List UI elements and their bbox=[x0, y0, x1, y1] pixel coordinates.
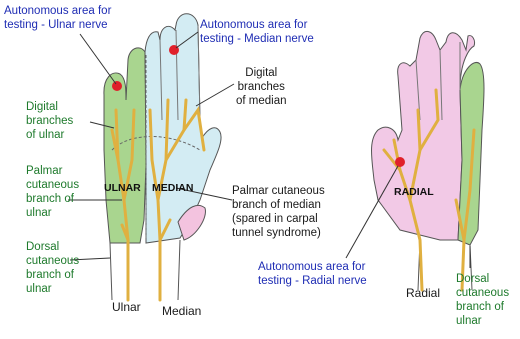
digital-branches-ulnar-label: Digital branches of ulnar bbox=[26, 100, 73, 142]
autonomous-median-label: Autonomous area for testing - Median ner… bbox=[200, 18, 314, 46]
palmar-cutaneous-median-label: Palmar cutaneous branch of median (spare… bbox=[232, 184, 325, 240]
autonomous-ulnar-label: Autonomous area for testing - Ulnar nerv… bbox=[4, 4, 111, 32]
ulnar-zone-label: ULNAR bbox=[104, 182, 141, 194]
left-wrist bbox=[110, 240, 180, 300]
palmar-hand bbox=[104, 14, 221, 300]
dorsal-cutaneous-ulnar-right-label: Dorsal cutaneous branch of ulnar bbox=[456, 272, 509, 328]
median-nerve-label: Median bbox=[162, 304, 201, 318]
ulnar-nerve-label: Ulnar bbox=[112, 300, 141, 314]
palmar-cutaneous-ulnar-label: Palmar cutaneous branch of ulnar bbox=[26, 164, 79, 220]
radial-autonomous-dot bbox=[395, 157, 405, 167]
median-zone-label: MEDIAN bbox=[152, 182, 193, 194]
dorsal-hand bbox=[372, 31, 485, 290]
radial-nerve-label: Radial bbox=[406, 286, 440, 300]
radial-zone-label: RADIAL bbox=[394, 186, 434, 198]
ulnar-autonomous-dot bbox=[112, 81, 122, 91]
autonomous-radial-label: Autonomous area for testing - Radial ner… bbox=[258, 260, 367, 288]
dorsal-cutaneous-ulnar-left-label: Dorsal cutaneous branch of ulnar bbox=[26, 240, 79, 296]
digital-branches-median-label: Digital branches of median bbox=[236, 66, 287, 108]
